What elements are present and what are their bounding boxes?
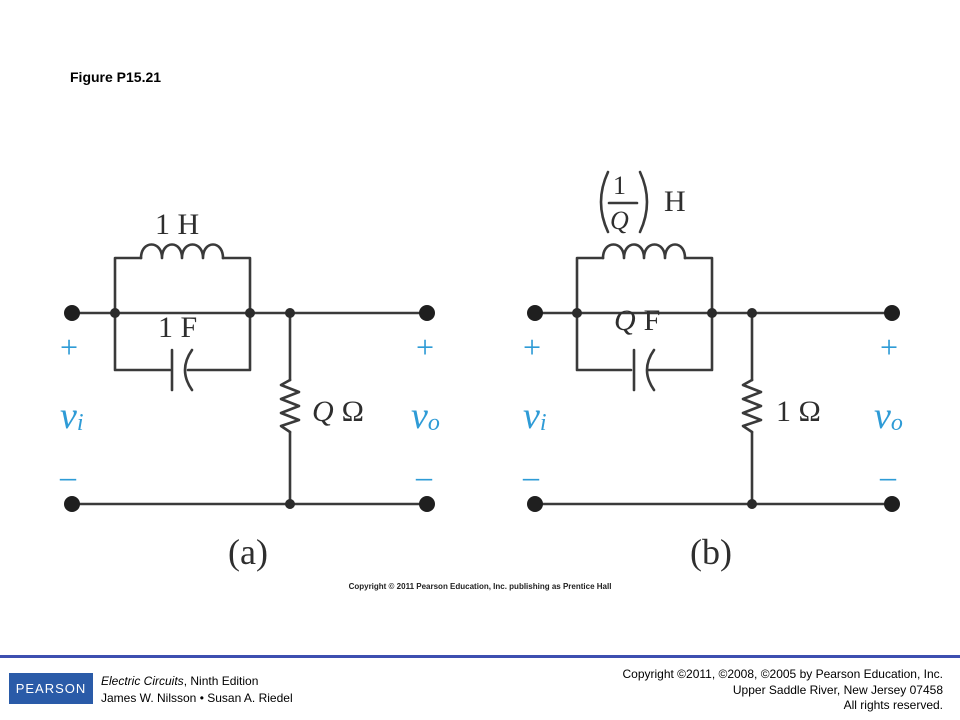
output-plus-sign: +: [880, 329, 898, 365]
frac-den: Q: [610, 206, 629, 235]
input-voltage-label: vi: [523, 395, 547, 437]
inductor-label-b: 1 Q H: [599, 170, 686, 235]
circuit-b-wires: [533, 256, 894, 506]
book-edition: , Ninth Edition: [183, 674, 259, 688]
book-title-line: Electric Circuits, Ninth Edition: [101, 673, 293, 690]
node: [245, 308, 255, 318]
book-authors: James W. Nilsson • Susan A. Riedel: [101, 691, 293, 705]
paren-right: [638, 170, 649, 234]
publisher-copyright: Copyright ©2011, ©2008, ©2005 by Pearson…: [622, 667, 943, 681]
terminal: [419, 496, 435, 512]
node: [285, 499, 295, 509]
caption-b: (b): [690, 532, 732, 572]
publisher-info: Copyright ©2011, ©2008, ©2005 by Pearson…: [622, 667, 943, 714]
resistor-label-b: 1 Ω: [776, 395, 821, 428]
paren-left: [599, 170, 610, 234]
resistor-unit: Ω: [342, 395, 364, 428]
resistor-symbol: Q: [312, 395, 334, 428]
terminal: [64, 305, 80, 321]
circuit-a-resistor: [279, 378, 301, 434]
circuit-a-wires: [70, 256, 429, 506]
input-voltage-label: vi: [60, 395, 84, 437]
output-minus-sign: –: [415, 458, 433, 494]
node: [572, 308, 582, 318]
output-voltage-label: vo: [411, 395, 440, 437]
terminal: [419, 305, 435, 321]
terminal: [884, 305, 900, 321]
input-minus-sign: –: [522, 458, 540, 494]
inductor-unit: H: [664, 185, 686, 218]
book-title: Electric Circuits: [101, 674, 184, 688]
publisher-rights: All rights reserved.: [843, 698, 943, 712]
capacitor-label: 1 F: [158, 311, 197, 344]
circuit-b-capacitor-curve: [645, 348, 656, 392]
footer-divider: [0, 655, 960, 658]
figure-copyright: Copyright © 2011 Pearson Education, Inc.…: [348, 582, 612, 591]
terminal: [884, 496, 900, 512]
circuit-a-inductor: [139, 243, 225, 260]
frac-num: 1: [613, 171, 626, 200]
node: [747, 499, 757, 509]
caption-a: (a): [228, 532, 268, 572]
pearson-logo: PEARSON: [9, 673, 93, 704]
publisher-address: Upper Saddle River, New Jersey 07458: [732, 682, 943, 697]
node: [747, 308, 757, 318]
node: [285, 308, 295, 318]
terminal: [527, 305, 543, 321]
circuit-a-capacitor-curve: [183, 348, 194, 392]
node: [707, 308, 717, 318]
output-voltage-label: vo: [874, 395, 903, 437]
inductor-label: 1 H: [155, 208, 199, 241]
output-plus-sign: +: [416, 329, 434, 365]
terminal: [527, 496, 543, 512]
circuit-b-inductor: [601, 243, 687, 260]
input-minus-sign: –: [59, 458, 77, 494]
figure-title: Figure P15.21: [70, 69, 162, 85]
book-info: Electric Circuits, Ninth Edition James W…: [101, 673, 293, 707]
terminal: [64, 496, 80, 512]
node: [110, 308, 120, 318]
input-plus-sign: +: [60, 329, 78, 365]
circuit-b-resistor: [741, 378, 763, 434]
input-plus-sign: +: [523, 329, 541, 365]
output-minus-sign: –: [879, 458, 897, 494]
